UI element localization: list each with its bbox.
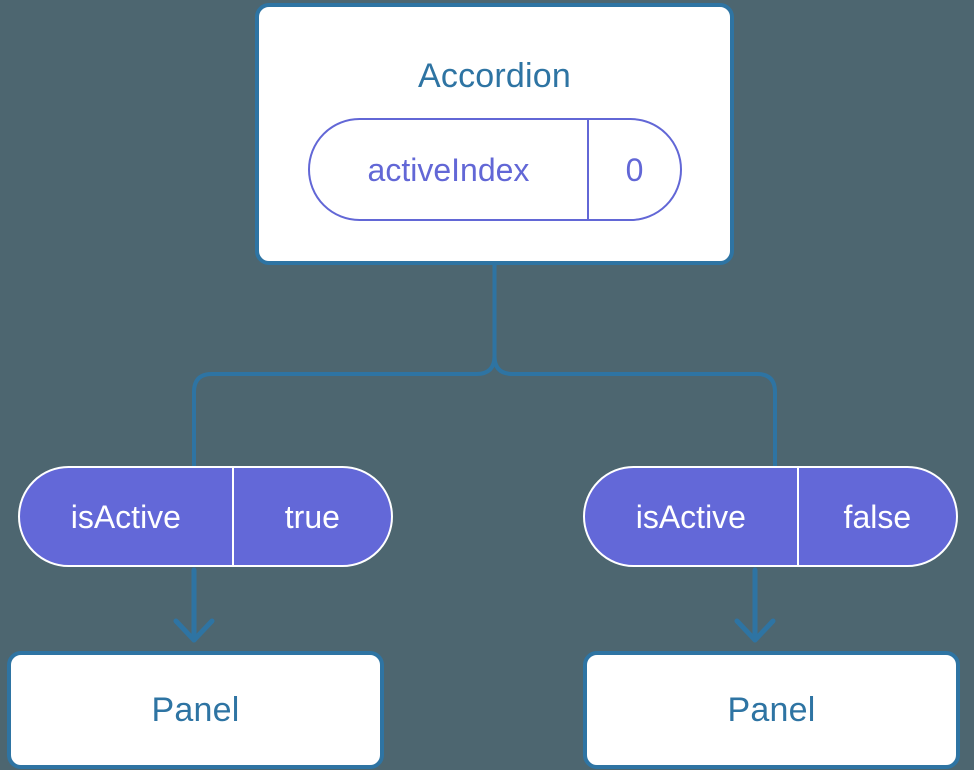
- state-pill-key: activeIndex: [367, 151, 530, 188]
- state-pill-value: 0: [586, 120, 680, 219]
- panel-card-right[interactable]: Panel: [583, 651, 960, 769]
- accordion-card-title: Accordion: [418, 57, 571, 95]
- prop-pill-key-right: isActive: [635, 498, 746, 535]
- state-pill-active-index[interactable]: activeIndex 0: [308, 118, 682, 221]
- tree-branch-connector: [192, 263, 777, 469]
- prop-pill-key-left: isActive: [70, 498, 181, 535]
- prop-pill-value-right: false: [796, 468, 956, 565]
- arrow-down-left: [173, 567, 215, 643]
- prop-pill-is-active-left[interactable]: isActive true: [18, 466, 393, 567]
- panel-card-left-title: Panel: [151, 691, 240, 729]
- prop-pill-value-left: true: [231, 468, 391, 565]
- panel-card-right-title: Panel: [727, 691, 816, 729]
- arrow-down-right: [734, 567, 776, 643]
- panel-card-left[interactable]: Panel: [7, 651, 384, 769]
- prop-pill-is-active-right[interactable]: isActive false: [583, 466, 958, 567]
